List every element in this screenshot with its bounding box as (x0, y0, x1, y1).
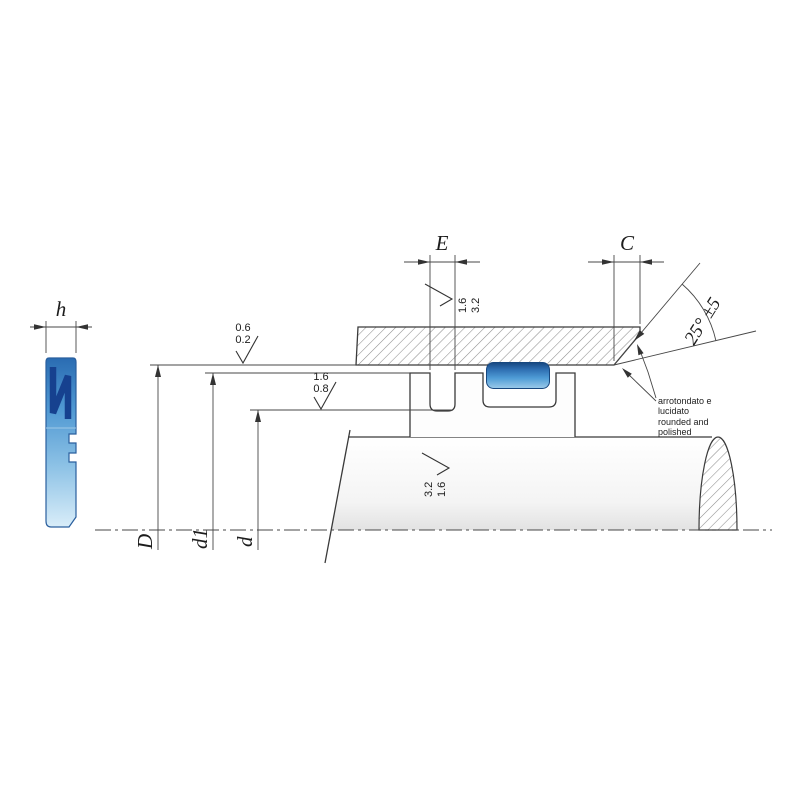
dim-C-arrow-right (640, 259, 652, 265)
seal-installed (486, 362, 550, 389)
dim-C-arrow-left (602, 259, 614, 265)
finish-bore-b: 0.2 (235, 334, 250, 346)
dim-d1-label: d1 (188, 528, 212, 549)
seal-side-view: h (30, 297, 92, 528)
finish-land-check-icon (313, 381, 337, 411)
finish-land-b: 0.8 (313, 383, 328, 395)
dim-C-label: C (620, 231, 635, 255)
dim-d1-lines (205, 372, 410, 550)
finish-groove-inner-a: 3.2 (423, 482, 435, 497)
dim-E-arrow-left (418, 259, 430, 265)
dim-d-label: d (233, 536, 257, 547)
shaft-body (331, 437, 737, 530)
housing-section (355, 326, 641, 366)
dim-E-lines (404, 255, 480, 370)
note-leader-lines (625, 347, 657, 402)
dim-h-label: h (56, 297, 67, 321)
finish-land: 1.6 0.8 (313, 371, 337, 411)
angle-rays (613, 262, 757, 366)
note-line-4: polished (658, 427, 692, 437)
chamfer-note: arrotondato e lucidato rounded and polis… (622, 344, 712, 437)
finish-bore: 0.6 0.2 (235, 322, 259, 365)
shaft-break-line (324, 429, 351, 564)
main-assembly-view (95, 326, 772, 564)
piston-fill (410, 373, 575, 437)
dim-D-lines (150, 364, 356, 550)
finish-bore-check-icon (235, 335, 259, 365)
finish-groove-side-check-icon (424, 283, 454, 307)
dim-E-arrow-right (455, 259, 467, 265)
angle-arrow (634, 330, 645, 341)
h-arrow-left (34, 324, 46, 330)
angle-label: 25° ±5 (680, 294, 725, 349)
dim-D-arrow (155, 365, 161, 377)
note-line-1: arrotondato e (658, 396, 712, 406)
finish-land-a: 1.6 (313, 371, 328, 383)
finish-groove-side-a: 1.6 (457, 298, 469, 313)
note-leader-arrow-2 (637, 344, 644, 356)
finish-groove-inner-check-icon (421, 452, 451, 476)
dim-E-label: E (435, 231, 449, 255)
finish-bore-a: 0.6 (235, 322, 250, 334)
finish-groove-inner-b: 1.6 (436, 482, 448, 497)
seal-lip-spring (49, 367, 72, 419)
note-leader-arrow-1 (622, 368, 632, 378)
note-line-3: rounded and (658, 417, 709, 427)
angle-arc (681, 283, 717, 342)
finish-groove-side: 1.6 3.2 (424, 283, 482, 313)
finish-groove-side-b: 3.2 (470, 298, 482, 313)
finish-groove-inner: 3.2 1.6 (421, 452, 451, 497)
h-arrow-right (76, 324, 88, 330)
dim-d-lines (250, 409, 453, 550)
dim-d-arrow (255, 410, 261, 422)
note-line-2: lucidato (658, 406, 689, 416)
dim-d1-arrow (210, 373, 216, 385)
dim-D-label: D (133, 534, 157, 550)
shaft-end-hatch (698, 436, 738, 531)
